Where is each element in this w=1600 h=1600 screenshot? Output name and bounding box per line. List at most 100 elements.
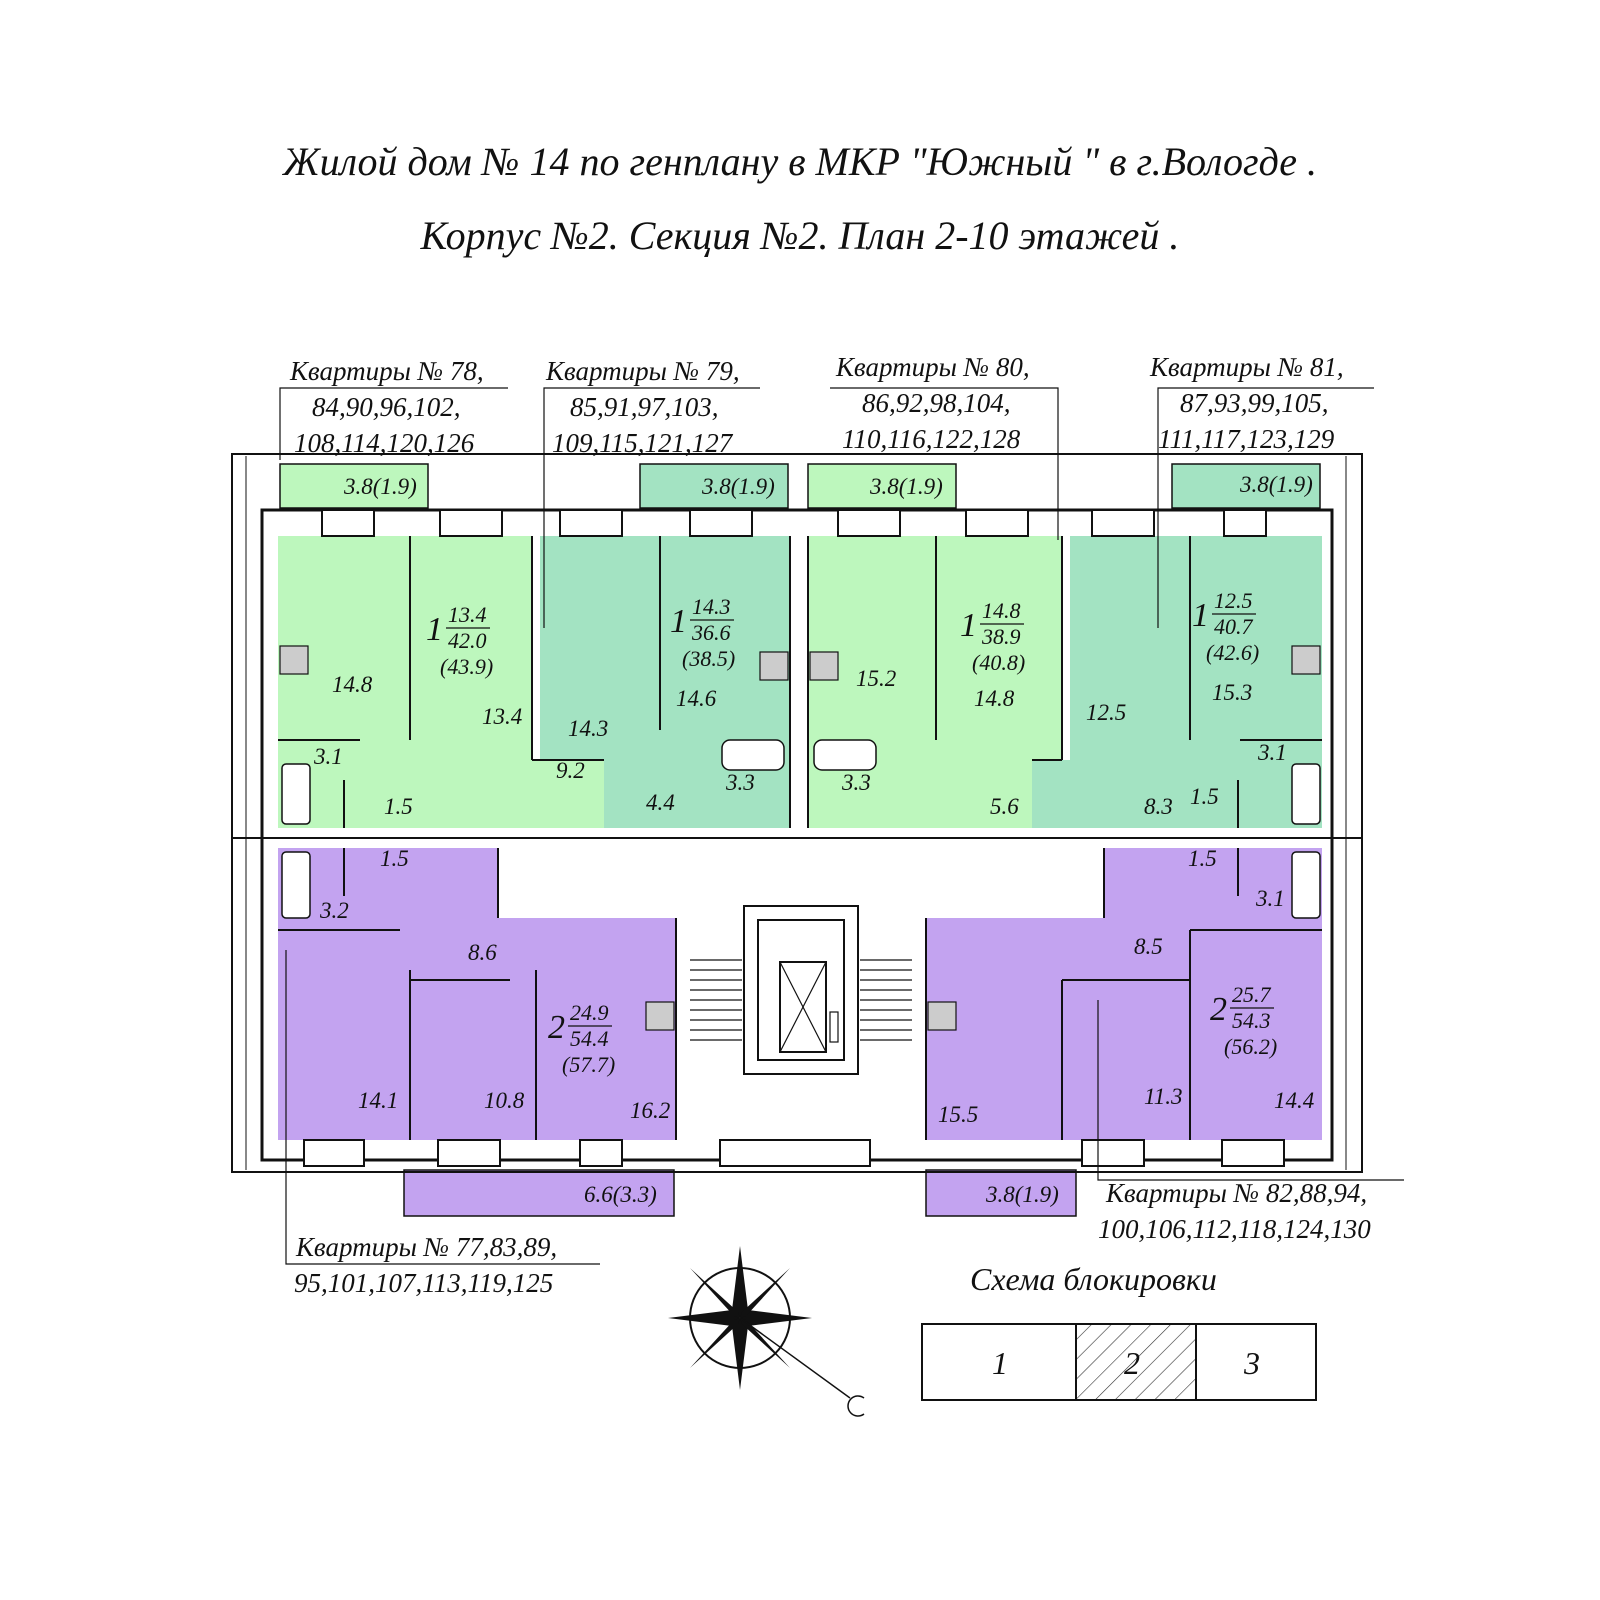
block-cell-2-label: 2 [1124, 1345, 1140, 1381]
balcony-82 [925, 1169, 1077, 1217]
room-area: 11.3 [1144, 1084, 1183, 1109]
apt-label-80-line3: 110,116,122,128 [842, 424, 1021, 454]
apt-label-77-line1: Квартиры № 77,83,89, [295, 1232, 557, 1262]
unit-79-total: 36.6 [691, 620, 731, 645]
apt-label-80-line2: 86,92,98,104, [862, 388, 1011, 418]
room-area: 12.5 [1086, 700, 1126, 725]
unit-79-total-balcony: (38.5) [682, 646, 735, 671]
room-area: 3.1 [313, 744, 343, 769]
balcony-labels: 3.8(1.9) 3.8(1.9) 3.8(1.9) 3.8(1.9) 6.6(… [343, 472, 1313, 1207]
apt-label-82-line1: Квартиры № 82,88,94, [1105, 1178, 1367, 1208]
stove-icon [1291, 645, 1321, 675]
apt-77-fill [278, 848, 676, 1140]
block-cell-2-hatch [1076, 1324, 1196, 1400]
apt-label-78-line2: 84,90,96,102, [312, 392, 461, 422]
unit-80-total-balcony: (40.8) [972, 650, 1025, 675]
bathtub-icon [281, 763, 311, 825]
block-scheme-title: Схема блокировки [970, 1261, 1217, 1297]
apt-81-fill [1032, 536, 1322, 828]
room-area: 4.4 [646, 790, 675, 815]
unit-77-living: 24.9 [570, 1000, 609, 1025]
apt-label-78-line1: Квартиры № 78, [289, 356, 484, 386]
plan-subtitle: Корпус №2. Секция №2. План 2-10 этажей . [420, 213, 1180, 258]
room-area-labels: 14.8 13.4 3.1 1.5 9.2 14.3 14.6 4.4 3.3 … [313, 666, 1314, 1127]
unit-80-living: 14.8 [982, 598, 1021, 623]
room-area: 14.8 [974, 686, 1015, 711]
balcony-79 [639, 463, 789, 509]
unit-78-total: 42.0 [448, 628, 487, 653]
room-area: 10.8 [484, 1088, 525, 1113]
room-area: 3.1 [1257, 740, 1287, 765]
stove-icon [759, 651, 789, 681]
room-area: 14.4 [1274, 1088, 1314, 1113]
room-area: 16.2 [630, 1098, 670, 1123]
room-area: 15.5 [938, 1102, 978, 1127]
apt-label-79-line2: 85,91,97,103, [570, 392, 719, 422]
unit-82-total-balcony: (56.2) [1224, 1034, 1277, 1059]
apt-78-fill [278, 536, 604, 828]
room-area: 3.2 [319, 898, 349, 923]
bathtub-icon [721, 739, 785, 771]
room-area: 14.3 [568, 716, 608, 741]
balcony-area: 3.8(1.9) [701, 474, 775, 499]
leader-lines [279, 387, 1404, 1265]
stoves [279, 645, 1321, 1031]
room-area: 1.5 [380, 846, 409, 871]
plan-title: Жилой дом № 14 по генплану в МКР "Южный … [282, 139, 1318, 184]
room-area: 8.6 [468, 940, 497, 965]
balcony-area: 3.8(1.9) [1239, 472, 1313, 497]
block-scheme: Схема блокировки 1 2 3 [921, 1261, 1317, 1401]
apt-label-79-line3: 109,115,121,127 [552, 428, 734, 458]
stove-icon [645, 1001, 675, 1031]
room-area: 1.5 [384, 794, 413, 819]
balcony-area: 3.8(1.9) [343, 474, 417, 499]
balcony-78 [279, 463, 429, 509]
stove-icon [927, 1001, 957, 1031]
stair-elevator-core [690, 905, 912, 1075]
apt-label-78-line3: 108,114,120,126 [294, 428, 475, 458]
balcony-area: 3.8(1.9) [985, 1182, 1059, 1207]
room-area: 3.1 [1255, 886, 1285, 911]
compass-icon [668, 1246, 865, 1417]
room-area: 1.5 [1188, 846, 1217, 871]
unit-77-rooms: 2 [548, 1009, 565, 1046]
unit-80-rooms: 1 [960, 607, 977, 644]
balcony-area: 3.8(1.9) [869, 474, 943, 499]
balcony-77 [403, 1169, 675, 1217]
apt-label-81-line1: Квартиры № 81, [1149, 352, 1344, 382]
room-area: 15.2 [856, 666, 896, 691]
apt-label-79-line1: Квартиры № 79, [545, 356, 740, 386]
room-area: 3.3 [725, 770, 755, 795]
apartment-labels: Квартиры № 78, 84,90,96,102, 108,114,120… [289, 352, 1371, 1298]
bathtubs [281, 739, 1321, 919]
balcony-area: 6.6(3.3) [584, 1182, 657, 1207]
room-area: 15.3 [1212, 680, 1252, 705]
unit-82-rooms: 2 [1210, 991, 1227, 1028]
apt-label-77-line2: 95,101,107,113,119,125 [294, 1268, 553, 1298]
unit-79-rooms: 1 [670, 603, 687, 640]
room-area: 14.6 [676, 686, 717, 711]
apt-label-81-line2: 87,93,99,105, [1180, 388, 1329, 418]
room-area: 8.3 [1144, 794, 1173, 819]
balcony-81 [1171, 463, 1321, 509]
room-area: 3.3 [841, 770, 871, 795]
apt-label-82-line2: 100,106,112,118,124,130 [1098, 1214, 1371, 1244]
unit-80-total: 38.9 [981, 624, 1021, 649]
unit-77-total-balcony: (57.7) [562, 1052, 615, 1077]
bathtub-icon [813, 739, 877, 771]
stove-icon [279, 645, 309, 675]
unit-81-total-balcony: (42.6) [1206, 640, 1259, 665]
unit-78-rooms: 1 [426, 611, 443, 648]
apartment-fills [278, 463, 1322, 1217]
unit-82-total: 54.3 [1232, 1008, 1271, 1033]
room-area: 9.2 [556, 758, 585, 783]
apt-label-81-line3: 111,117,123,129 [1158, 424, 1335, 454]
stove-icon [809, 651, 839, 681]
stair-right [860, 959, 912, 1041]
room-area: 8.5 [1134, 934, 1163, 959]
unit-79-living: 14.3 [692, 594, 731, 619]
unit-78-living: 13.4 [448, 602, 487, 627]
block-cell-3-label: 3 [1243, 1345, 1260, 1381]
room-area: 13.4 [482, 704, 522, 729]
